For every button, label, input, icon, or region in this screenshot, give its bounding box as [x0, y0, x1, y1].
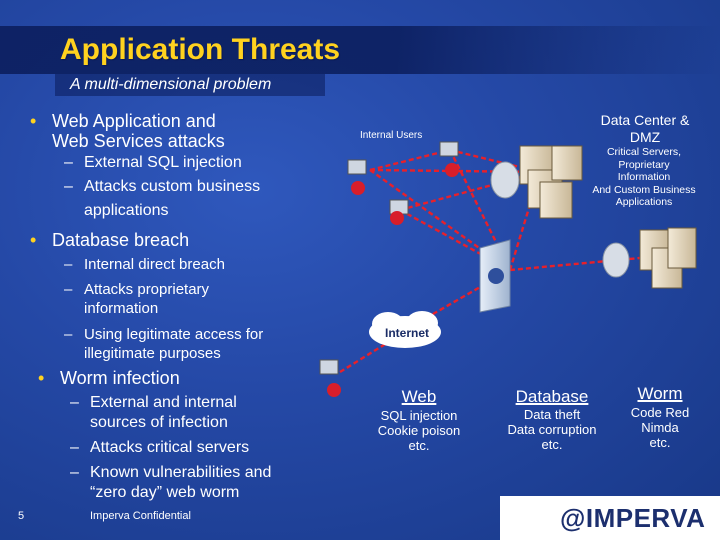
- subbullet-text: External SQL injection: [84, 154, 242, 171]
- subbullet-text: Using legitimate access for: [84, 326, 264, 343]
- subbullet-legitimate-access-line2: illegitimate purposes: [84, 345, 221, 362]
- data-center-line2: DMZ: [629, 129, 661, 145]
- subbullet-text: Attacks custom business: [84, 178, 261, 195]
- internet-cloud: [369, 311, 441, 348]
- subbullet-proprietary: –Attacks proprietary: [64, 281, 210, 298]
- category-worm-heading: Worm: [637, 384, 683, 403]
- server-cluster-top: [490, 145, 583, 219]
- subtitle-band: [55, 74, 325, 96]
- firewall-icon: [479, 239, 511, 313]
- subbullet-internal-breach: –Internal direct breach: [64, 256, 225, 273]
- subbullet-critical-servers: –Attacks critical servers: [70, 439, 250, 456]
- subbullet-text: Attacks proprietary: [84, 281, 210, 298]
- server-cluster-right: [602, 227, 697, 289]
- bullet-text: Worm infection: [60, 368, 180, 388]
- subbullet-proprietary-line2: information: [84, 300, 159, 317]
- bullet-database-breach: Database breach: [30, 229, 190, 251]
- subbullet-sql-injection: –External SQL injection: [64, 154, 242, 171]
- data-center-line1: Data Center &: [600, 112, 690, 128]
- bullet-web-app: Web Application and: [30, 110, 216, 132]
- subbullet-infection-sources-line2: sources of infection: [90, 414, 228, 431]
- slide-title: Application Threats: [60, 33, 341, 66]
- logo-band: [500, 496, 720, 540]
- internal-users-label: Internal Users: [360, 130, 423, 141]
- bullet-web-app-line2: Web Services attacks: [52, 131, 225, 151]
- subbullet-custom-apps-line2: applications: [84, 202, 169, 219]
- internal-user-icons: [347, 141, 459, 225]
- subbullet-zero-day-line2: “zero day” web worm: [90, 484, 240, 501]
- bullet-worm-infection: Worm infection: [38, 367, 180, 389]
- network-diagram: [319, 141, 697, 397]
- confidential-label: Imperva Confidential: [90, 510, 191, 522]
- subbullet-text: Internal direct breach: [84, 256, 225, 273]
- category-web-items: SQL injection Cookie poison etc.: [377, 408, 461, 453]
- subbullet-zero-day: –Known vulnerabilities and: [70, 464, 272, 481]
- subbullet-custom-apps: –Attacks custom business: [64, 178, 261, 195]
- data-center-label: Data Center & DMZ: [580, 112, 710, 146]
- slide-subtitle: A multi-dimensional problem: [70, 76, 272, 93]
- subbullet-infection-sources: –External and internal: [70, 394, 237, 411]
- page-number: 5: [18, 510, 25, 522]
- category-worm-items: Code Red Nimda etc.: [630, 405, 690, 450]
- internet-label: Internet: [384, 326, 429, 340]
- external-user-icon: [319, 359, 341, 397]
- bullet-text: Web Application and: [52, 111, 216, 131]
- title-band: [0, 26, 720, 74]
- subbullet-text: Attacks critical servers: [90, 439, 250, 456]
- imperva-logo: @IMPERVA: [560, 503, 706, 533]
- subbullet-legitimate-access: –Using legitimate access for: [64, 326, 264, 343]
- critical-servers-label: Critical Servers, Proprietary Informatio…: [592, 146, 696, 208]
- subbullet-text: External and internal: [90, 394, 237, 411]
- category-web-heading: Web: [401, 387, 437, 406]
- subbullet-text: Known vulnerabilities and: [90, 464, 272, 481]
- bullet-text: Database breach: [52, 230, 190, 250]
- category-database-heading: Database: [515, 387, 589, 406]
- category-database-items: Data theft Data corruption etc.: [507, 407, 597, 452]
